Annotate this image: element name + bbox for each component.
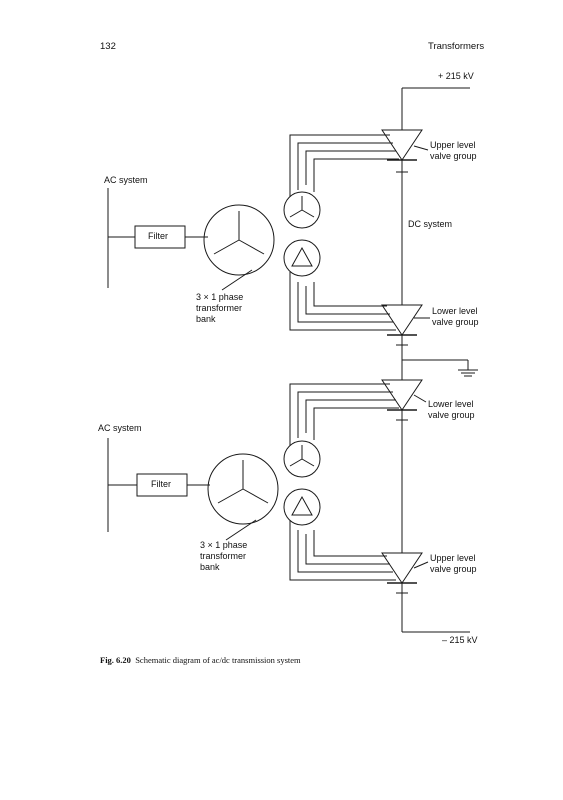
valve2-label-2: valve group (432, 317, 479, 327)
feed-line-lower-7 (305, 534, 390, 565)
valve3-label-2: valve group (428, 410, 475, 420)
feed-line-upper-7 (305, 286, 390, 315)
valve3-label-1: Lower level (428, 399, 474, 409)
ac-system-label-lower: AC system (98, 423, 142, 433)
feed-line-upper-4 (313, 158, 399, 192)
bottom-voltage-label: – 215 kV (442, 635, 478, 645)
bank-label-upper-3: bank (196, 314, 216, 324)
valve1-leader (413, 145, 429, 151)
filter-label-upper: Filter (148, 231, 168, 241)
valve4-label-2: valve group (430, 564, 477, 574)
filter-label-lower: Filter (151, 479, 171, 489)
feed-line-upper-6 (297, 282, 393, 323)
valve-symbol-1 (381, 129, 423, 173)
feed-line-upper-8 (313, 282, 387, 307)
bank-label-lower-1: 3 × 1 phase (200, 540, 248, 550)
bank-label-lower-3: bank (200, 562, 220, 572)
feed-line-lower-4 (313, 407, 399, 440)
valve-symbol-4 (381, 552, 423, 594)
page-number: 132 (100, 41, 116, 52)
feed-line-upper-1 (289, 134, 390, 215)
bank-label-upper-2: transformer (196, 303, 243, 313)
feed-line-upper-2 (297, 142, 393, 190)
feed-line-upper-5 (289, 272, 396, 331)
figure-caption-label: Fig. 6.20 (100, 655, 131, 665)
feed-line-lower-8 (313, 530, 387, 557)
ac-system-label-upper: AC system (104, 175, 148, 185)
bank-label-upper-1: 3 × 1 phase (196, 292, 244, 302)
valve4-leader (413, 561, 429, 569)
feed-line-lower-2 (297, 391, 393, 438)
bank-leader-lower (225, 519, 257, 541)
bank-leader-upper (221, 269, 253, 291)
running-title: Transformers (428, 41, 485, 52)
primary-winding-lower (207, 453, 279, 525)
valve-symbol-2 (381, 304, 423, 346)
figure-caption-text: Schematic diagram of ac/dc transmission … (135, 655, 301, 665)
valve-symbol-3 (381, 379, 423, 421)
figure-caption: Fig. 6.20 Schematic diagram of ac/dc tra… (100, 656, 301, 665)
feed-line-lower-6 (297, 530, 393, 573)
valve3-leader (413, 394, 427, 403)
valve1-label-1: Upper level (430, 140, 476, 150)
bank-label-lower-2: transformer (200, 551, 247, 561)
secondary-delta-winding-upper (283, 239, 321, 277)
feed-line-upper-3 (305, 150, 396, 185)
secondary-delta-winding-lower (283, 488, 321, 526)
feed-line-lower-1 (289, 383, 390, 462)
dc-system-label: DC system (408, 219, 453, 229)
feed-line-lower-3 (305, 399, 396, 433)
valve4-label-1: Upper level (430, 553, 476, 563)
valve1-label-2: valve group (430, 151, 477, 161)
top-voltage-label: + 215 kV (438, 71, 474, 81)
feed-line-lower-5 (289, 520, 396, 581)
primary-winding-upper (203, 204, 275, 276)
valve2-label-1: Lower level (432, 306, 478, 316)
